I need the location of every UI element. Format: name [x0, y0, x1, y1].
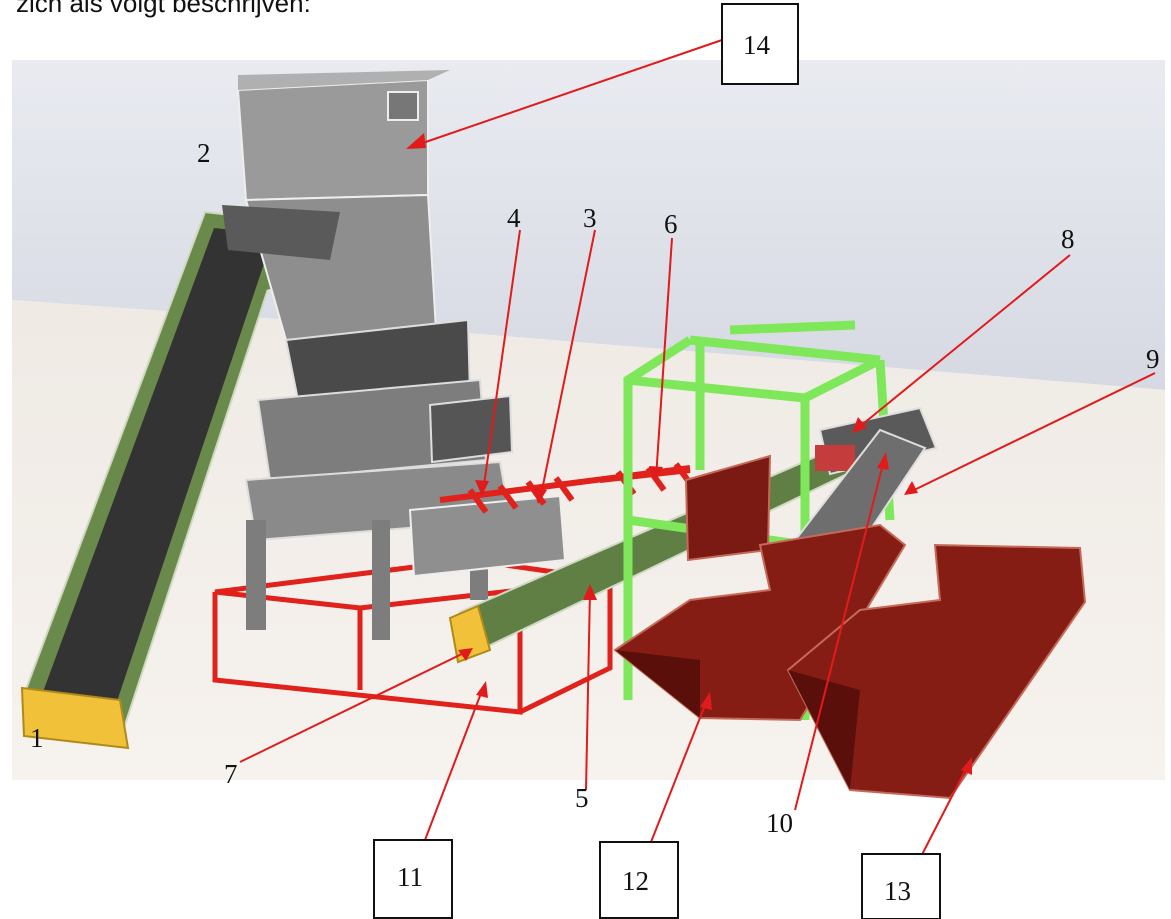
label-4: 4	[507, 203, 521, 233]
label-7: 7	[224, 759, 238, 789]
box-11	[373, 839, 453, 919]
label-11: 11	[397, 862, 423, 892]
label-12: 12	[622, 866, 649, 896]
box-12	[599, 841, 679, 919]
skips	[613, 454, 1087, 800]
box-13	[861, 853, 941, 919]
label-1: 1	[30, 723, 44, 753]
label-boxes	[373, 3, 941, 919]
label-6: 6	[664, 209, 678, 239]
label-10: 10	[766, 808, 793, 838]
label-9: 9	[1146, 344, 1160, 374]
label-14: 14	[743, 30, 771, 60]
arrowheads	[406, 133, 972, 775]
feed-conveyor	[20, 210, 318, 750]
label-5: 5	[575, 783, 589, 813]
label-3: 3	[583, 203, 597, 233]
caption-text: zich als volgt beschrijven:	[16, 0, 311, 18]
box-14	[721, 3, 799, 85]
label-13: 13	[884, 876, 911, 906]
shredder	[222, 70, 567, 640]
label-2: 2	[197, 138, 211, 168]
label-8: 8	[1061, 224, 1075, 254]
